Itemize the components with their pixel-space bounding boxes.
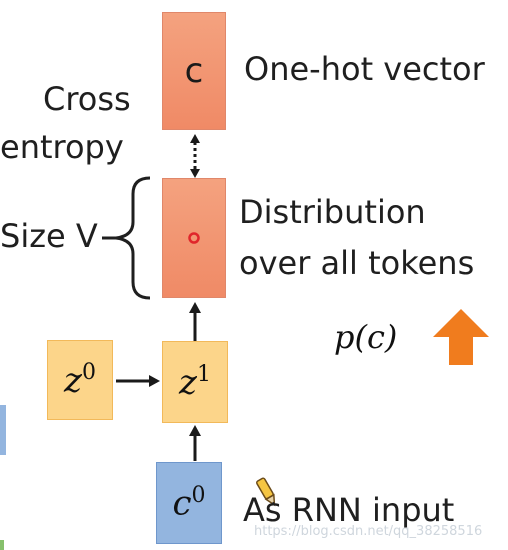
c0-sup: 0 (191, 482, 206, 508)
c0-symbol: c0 (172, 483, 205, 523)
z1-to-distribution-arrow (189, 302, 201, 342)
size-v-label: Size V (0, 217, 98, 255)
watermark-text: https://blog.csdn.net/qq_38258516 (254, 524, 483, 539)
p-of-c-label: p(c) (334, 318, 398, 356)
c0-base: c (172, 483, 192, 524)
probability-dot-icon (188, 232, 200, 244)
cross-label: Cross (43, 80, 131, 118)
cross-entropy-dotted-arrow (190, 134, 200, 178)
z1-symbol: z1 (179, 362, 211, 402)
z1-box: z1 (162, 341, 228, 423)
z1-sup: 1 (196, 361, 211, 387)
target-token-label: c (184, 51, 204, 91)
z1-base: z (179, 362, 197, 403)
c0-to-z1-arrow (189, 425, 201, 461)
one-hot-target-box: c (162, 12, 226, 130)
distribution-label-line1: Distribution (239, 193, 426, 231)
left-edge-green-fragment (0, 540, 4, 550)
z0-sup: 0 (81, 359, 96, 385)
one-hot-vector-label: One-hot vector (244, 50, 485, 88)
z0-symbol: z0 (64, 360, 96, 400)
entropy-label: entropy (0, 128, 124, 166)
rnn-input-label: As RNN input (243, 491, 455, 529)
z0-to-z1-arrow (116, 375, 160, 387)
size-v-brace (102, 176, 151, 300)
distribution-box (162, 178, 226, 298)
z0-box: z0 (47, 340, 113, 420)
distribution-label-line2: over all tokens (239, 244, 475, 282)
left-edge-blue-fragment (0, 405, 6, 455)
pencil-pointer-icon (256, 477, 276, 507)
orange-up-arrow-icon (433, 309, 489, 365)
z0-base: z (64, 360, 82, 401)
c0-input-box: c0 (156, 462, 222, 544)
